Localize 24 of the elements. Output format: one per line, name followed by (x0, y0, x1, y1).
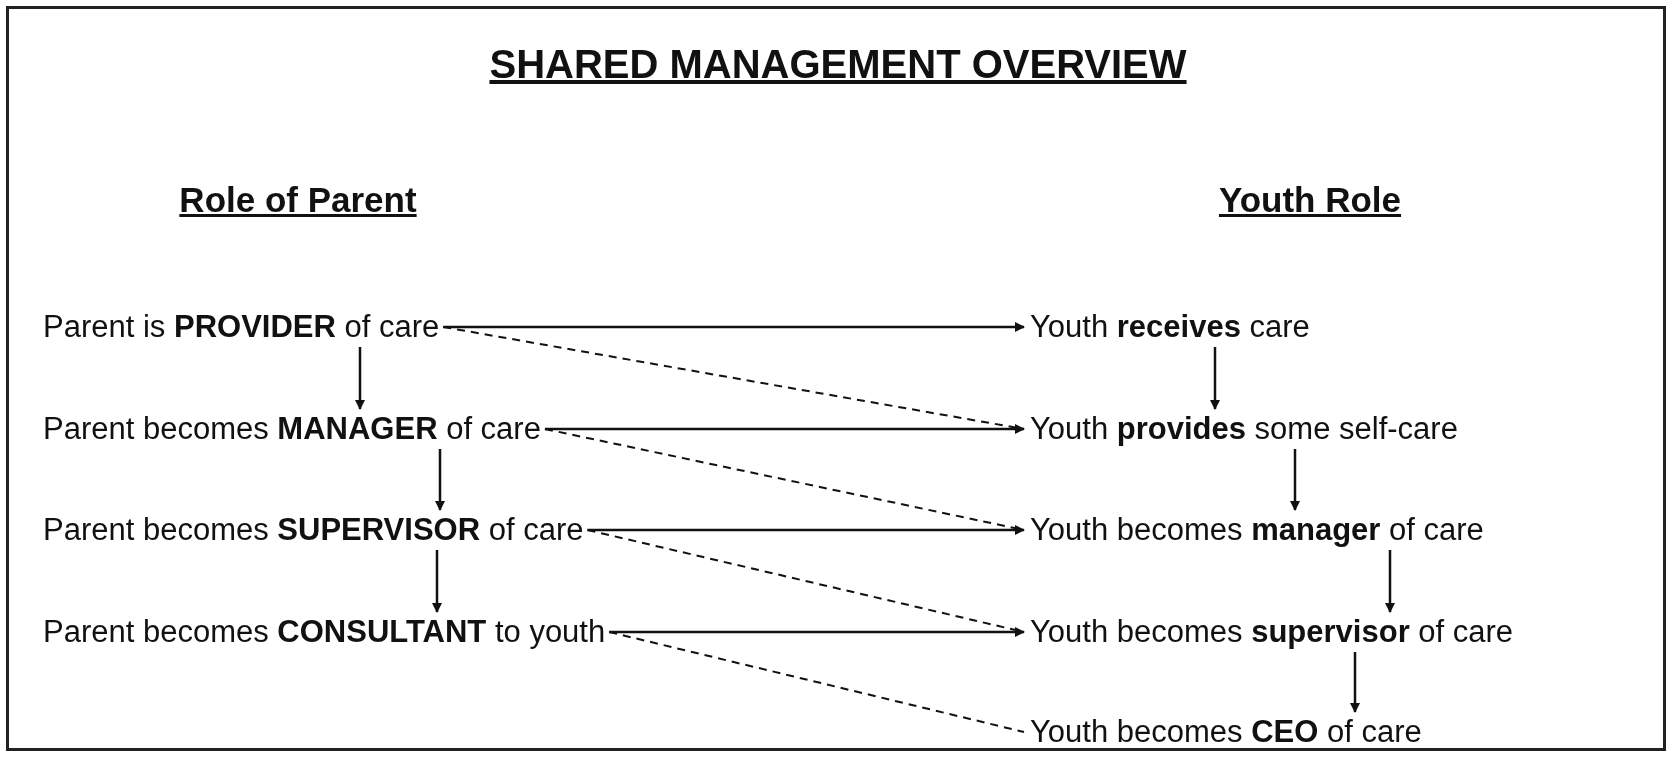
arrow (435, 449, 445, 511)
parent-role-text: Parent becomes SUPERVISOR of care (43, 511, 584, 549)
column-heading: Role of Parent (179, 180, 417, 220)
arrow (544, 424, 1025, 434)
arrow (443, 322, 1025, 332)
youth-role-text: Youth becomes supervisor of care (1030, 613, 1514, 651)
parent-role-text: Parent becomes CONSULTANT to youth (43, 613, 606, 651)
dashed-line (608, 631, 1025, 733)
arrow (432, 550, 442, 613)
title: SHARED MANAGEMENT OVERVIEW (489, 42, 1187, 87)
arrow (1210, 347, 1220, 410)
parent-role-text: Parent becomes MANAGER of care (43, 410, 541, 448)
youth-role-text: Youth becomes CEO of care (1030, 713, 1422, 751)
youth-role-text: Youth provides some self-care (1030, 410, 1458, 448)
youth-role-text: Youth receives care (1030, 308, 1310, 346)
column-heading: Youth Role (1218, 180, 1402, 220)
arrow (1385, 550, 1395, 613)
parent-role-text: Parent is PROVIDER of care (43, 308, 440, 346)
arrow (355, 347, 365, 410)
youth-role-text: Youth becomes manager of care (1030, 511, 1484, 549)
arrow (609, 627, 1025, 637)
arrow (587, 525, 1025, 535)
arrow (1290, 449, 1300, 511)
arrow (1350, 652, 1360, 713)
